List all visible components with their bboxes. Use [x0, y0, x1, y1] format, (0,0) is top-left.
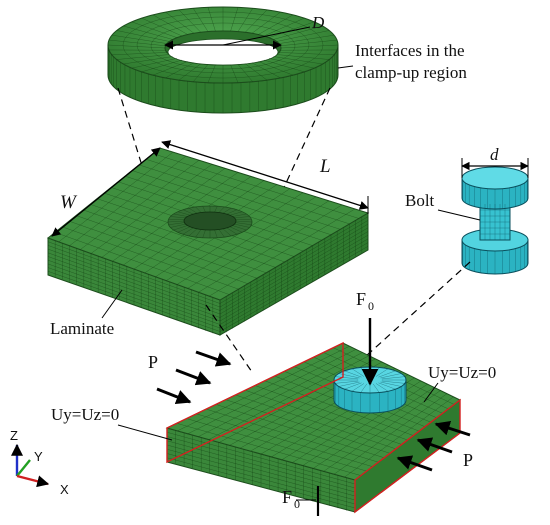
axis-triad-icon: Z Y X — [10, 428, 69, 497]
label-laminate: Laminate — [50, 319, 114, 338]
label-P-left: P — [148, 352, 158, 372]
dimension-L-line — [161, 140, 369, 210]
bc-left-leader — [117, 424, 173, 441]
label-d: d — [490, 145, 499, 164]
dimension-D-leader — [222, 26, 311, 46]
label-bc-right: Uy=Uz=0 — [428, 363, 496, 382]
label-P-right: P — [463, 450, 473, 470]
axis-label-y: Y — [34, 449, 43, 464]
label-F0-bottom-sub: 0 — [294, 497, 300, 511]
projection-line-bolt — [364, 261, 471, 358]
boundary-face-left — [166, 341, 344, 464]
bolt-model — [461, 166, 529, 275]
label-L: L — [319, 156, 331, 177]
label-bc-left: Uy=Uz=0 — [51, 405, 119, 424]
bc-right-leader — [423, 382, 439, 403]
label-F0-top: F — [356, 289, 366, 309]
projection-line-laminate — [205, 304, 253, 373]
interface-ring — [107, 6, 339, 114]
axis-label-z: Z — [10, 428, 18, 443]
laminate-leader — [101, 289, 123, 319]
label-W: W — [60, 192, 78, 213]
pressure-arrows-right — [396, 421, 471, 472]
label-interfaces-line1: Interfaces in the — [355, 41, 465, 60]
bolt-leader — [437, 209, 481, 221]
dimension-W-line — [51, 147, 161, 237]
label-F0-top-sub: 0 — [368, 299, 374, 313]
pressure-arrows-left — [156, 350, 232, 405]
label-interfaces-line2: clamp-up region — [355, 63, 467, 82]
label-bolt: Bolt — [405, 191, 435, 210]
axis-label-x: X — [60, 482, 69, 497]
label-D: D — [311, 13, 325, 32]
label-F0-bottom: F — [282, 487, 292, 507]
interfaces-leader — [337, 65, 354, 69]
assembly-model — [165, 342, 461, 514]
